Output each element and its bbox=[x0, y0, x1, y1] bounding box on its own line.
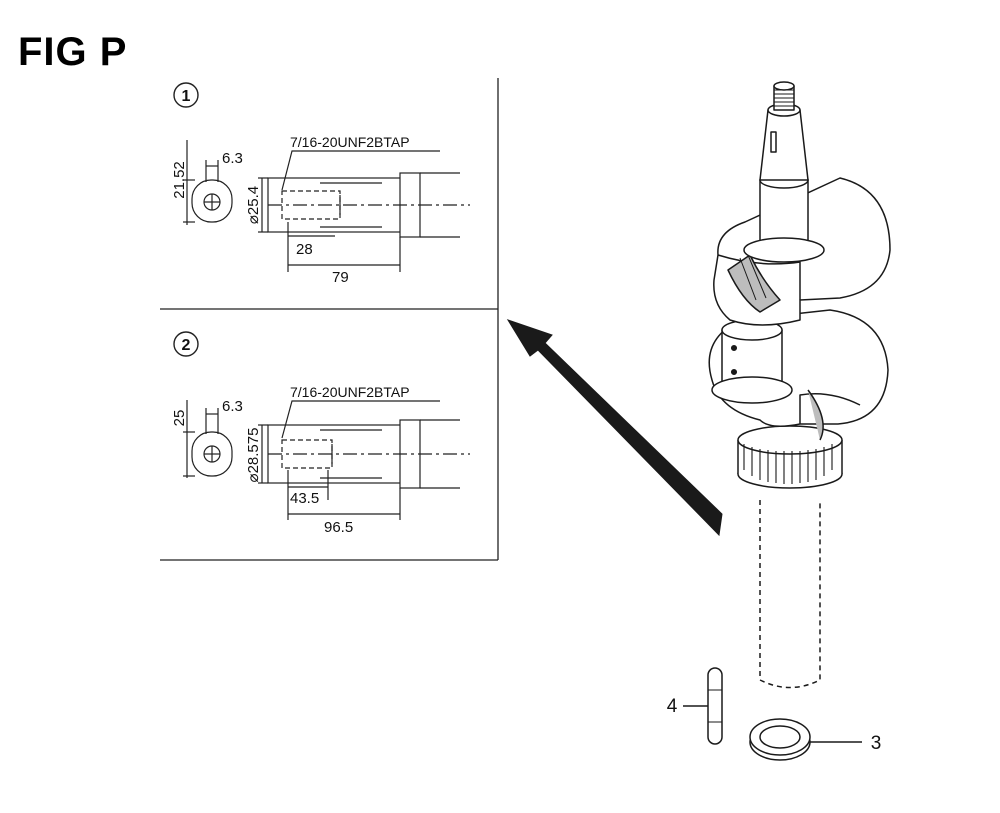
detail-1-marker bbox=[173, 82, 199, 108]
detail-frame bbox=[160, 78, 499, 561]
detail-1-dim-bore: 28 bbox=[296, 241, 313, 258]
part-3-washer bbox=[749, 718, 862, 761]
detail-1-dim-diameter: ⌀25.4 bbox=[245, 186, 262, 224]
detail-1-dim-key: 6.3 bbox=[222, 150, 243, 167]
detail-2-marker bbox=[173, 331, 199, 357]
detail-2-dim-height: 25 bbox=[171, 410, 188, 427]
detail-2: 2 25 6.3 bbox=[171, 331, 470, 536]
detail-1-thread-callout: 7/16-20UNF2BTAP bbox=[290, 134, 410, 150]
figure-title: FIG P bbox=[18, 30, 128, 74]
detail-2-dim-bore: 43.5 bbox=[290, 490, 319, 507]
detail-2-shaft bbox=[258, 400, 470, 520]
detail-2-dim-diameter: ⌀28.575 bbox=[245, 428, 262, 483]
detail-1-dim-length: 79 bbox=[332, 269, 349, 286]
detail-1-dim-height: 21.52 bbox=[171, 161, 188, 199]
detail-1-number: 1 bbox=[182, 88, 191, 105]
part-4-dowel-pin bbox=[683, 667, 723, 745]
crankshaft bbox=[708, 81, 891, 689]
detail-2-dim-length: 96.5 bbox=[324, 519, 353, 536]
detail-1: 1 21.52 6.3 bbox=[171, 82, 470, 286]
detail-2-number: 2 bbox=[182, 337, 191, 354]
part-3-number: 3 bbox=[871, 733, 882, 754]
detail-pointer-arrow bbox=[506, 319, 723, 537]
part-4-number: 4 bbox=[667, 696, 678, 717]
detail-2-dim-key: 6.3 bbox=[222, 398, 243, 415]
detail-1-shaft bbox=[258, 150, 470, 272]
detail-2-end-view bbox=[183, 400, 233, 478]
detail-2-thread-callout: 7/16-20UNF2BTAP bbox=[290, 384, 410, 400]
detail-1-end-view bbox=[183, 140, 233, 225]
